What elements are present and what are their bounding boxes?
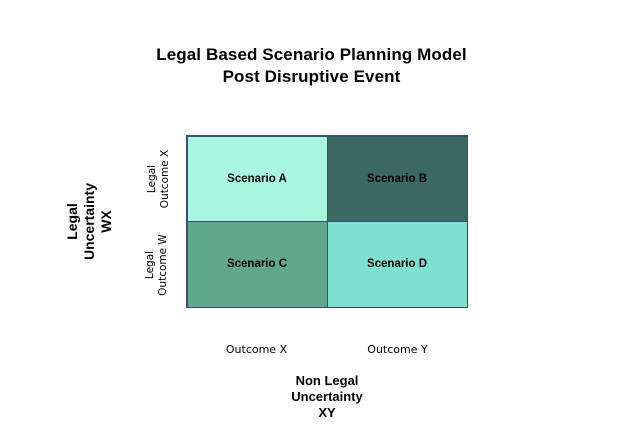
y-axis-tick-legal-outcome-w: Legal Outcome W <box>132 222 188 308</box>
y-axis-tick-legal-outcome-x: Legal Outcome X <box>132 136 188 222</box>
y-axis-title: Legal Uncertainty WX <box>58 135 122 308</box>
x-axis-title-line-3: XY <box>318 405 336 420</box>
x-axis-tick-outcome-x: Outcome X <box>225 343 288 356</box>
y-axis-title-line-2: Uncertainty <box>81 182 98 261</box>
x-axis-title-line-2: Uncertainty <box>291 389 363 404</box>
y-axis-title-line-3: WX <box>98 210 115 233</box>
x-axis-title-line-1: Non Legal <box>295 373 359 388</box>
quadrant-scenario-b[interactable]: Scenario B <box>326 135 468 222</box>
quadrant-label-scenario-d: Scenario D <box>366 258 428 271</box>
quadrant-label-scenario-c: Scenario C <box>226 258 288 271</box>
x-axis-title: Non Legal Uncertainty XY <box>186 373 468 421</box>
quadrant-label-scenario-a: Scenario A <box>227 172 287 185</box>
y-tick-bottom-line-1: Legal <box>144 250 157 280</box>
quadrant-scenario-c[interactable]: Scenario C <box>186 221 328 308</box>
y-tick-top-line-2: Outcome X <box>158 149 171 209</box>
x-axis-tick-outcome-y: Outcome Y <box>367 343 428 356</box>
y-axis-title-line-1: Legal <box>64 203 81 240</box>
title-line-1: Legal Based Scenario Planning Model <box>156 45 467 64</box>
quadrant-scenario-d[interactable]: Scenario D <box>326 221 468 308</box>
scenario-matrix: Scenario A Scenario B Scenario C Scenari… <box>186 135 468 308</box>
title-line-2: Post Disruptive Event <box>222 67 401 86</box>
quadrant-scenario-a[interactable]: Scenario A <box>186 135 328 222</box>
quadrant-label-scenario-b: Scenario B <box>366 172 428 185</box>
y-tick-bottom-line-2: Outcome W <box>157 234 170 296</box>
page-title: Legal Based Scenario Planning Model Post… <box>0 44 623 88</box>
y-tick-top-line-1: Legal <box>145 164 158 194</box>
